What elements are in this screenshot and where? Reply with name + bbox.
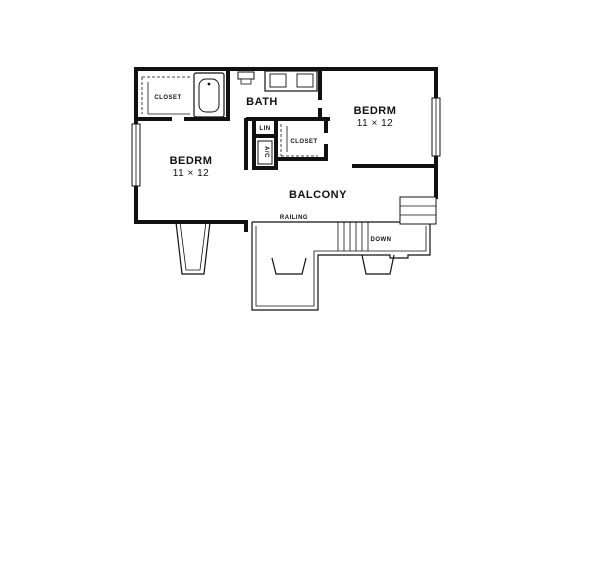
exterior-walls <box>134 67 438 232</box>
ac-label: A/C <box>263 146 269 158</box>
closet-center-label: CLOSET <box>290 139 317 145</box>
bathtub-icon <box>193 72 225 118</box>
vanity-icon <box>264 70 318 92</box>
toilet-icon <box>237 71 255 85</box>
window-left <box>131 123 141 187</box>
bay-right <box>361 254 395 275</box>
closet-left-label: CLOSET <box>154 95 181 101</box>
stairs-down-label: DOWN <box>371 237 392 243</box>
closet-left-detail <box>141 76 190 115</box>
bay-left <box>175 221 211 275</box>
bedroom-left-name: BEDRM <box>170 155 213 167</box>
stairs <box>337 196 437 251</box>
bedroom-left-size: 11 × 12 <box>173 168 209 179</box>
linen-label: LIN <box>259 126 270 132</box>
interior-walls <box>134 67 438 170</box>
bay-center <box>271 257 307 275</box>
railing-label: RAILING <box>280 215 308 221</box>
window-right <box>431 97 441 157</box>
bedroom-right-name: BEDRM <box>354 105 397 117</box>
bedroom-right-size: 11 × 12 <box>357 118 393 129</box>
closet-center-detail <box>280 124 318 157</box>
balcony-outline <box>251 221 431 311</box>
balcony-label: BALCONY <box>289 189 347 201</box>
ac-unit-icon <box>257 140 273 165</box>
bath-label: BATH <box>246 96 278 108</box>
